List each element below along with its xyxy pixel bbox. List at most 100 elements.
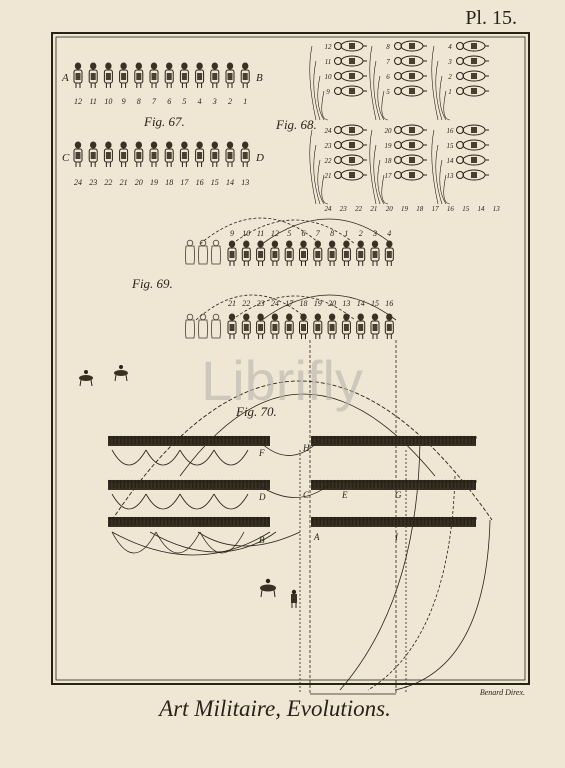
file-number: 16 — [385, 299, 393, 308]
file-number: 24 — [74, 178, 82, 187]
file-number: 19 — [314, 299, 322, 308]
file-number: 7 — [316, 229, 321, 238]
rank-number: 4 — [448, 43, 452, 51]
letter-c: C — [303, 490, 310, 500]
file-number: 12 — [271, 229, 279, 238]
fig68-label: Fig. 68. — [275, 117, 317, 132]
rank-number: 15 — [447, 142, 455, 150]
rank-number: 18 — [385, 157, 393, 165]
bottom-number: 23 — [340, 205, 348, 213]
battalion-line — [311, 436, 476, 446]
bottom-number: 14 — [478, 205, 486, 213]
letter-b: B — [259, 535, 265, 545]
file-number: 4 — [387, 229, 391, 238]
file-number: 5 — [182, 97, 186, 106]
file-number: 4 — [198, 97, 202, 106]
pivot-arc — [259, 483, 331, 498]
file-number: 20 — [135, 178, 143, 187]
rank-number: 19 — [385, 142, 393, 150]
rank-number: 14 — [447, 157, 455, 165]
file-number: 13 — [241, 178, 249, 187]
file-number: 1 — [243, 97, 247, 106]
letter-f: F — [258, 448, 265, 458]
file-number: 15 — [371, 299, 379, 308]
movement-curve — [317, 159, 325, 205]
file-number: 16 — [196, 178, 204, 187]
wheel-arc — [213, 449, 249, 466]
file-number: 2 — [228, 97, 232, 106]
letter-i: I — [394, 532, 399, 542]
engraver-credit: Benard Direx. — [480, 688, 525, 697]
wheel-arc — [145, 493, 181, 510]
fig70-group: Fig. 70. F H D C E G B A I — [79, 340, 493, 695]
fig70-wheel-arcs — [111, 439, 331, 556]
movement-curve — [439, 75, 447, 121]
movement-curve — [309, 129, 317, 205]
movement-curve — [435, 144, 443, 205]
plate-title: Art Militaire, Evolutions. — [157, 696, 391, 721]
file-number: 8 — [137, 97, 141, 106]
file-number: 8 — [330, 229, 334, 238]
rank-number: 6 — [386, 73, 390, 81]
fig70-letters: F H D C E G B A I — [258, 443, 402, 545]
rank-number: 23 — [325, 142, 333, 150]
movement-curve — [373, 144, 381, 205]
bottom-number: 16 — [447, 205, 455, 213]
wheel-arc — [179, 449, 215, 466]
bottom-number: 21 — [370, 205, 377, 213]
rank-number: 13 — [447, 172, 455, 180]
battalion-line — [311, 517, 476, 527]
file-number: 20 — [328, 299, 336, 308]
plate-number: Pl. 15. — [465, 7, 517, 29]
letter-h: H — [302, 443, 310, 453]
file-number: 14 — [226, 178, 234, 187]
rank-number: 7 — [386, 58, 390, 66]
movement-curve — [369, 45, 377, 121]
bottom-number: 17 — [432, 205, 440, 213]
rank-number: 10 — [325, 73, 333, 81]
movement-curve — [381, 174, 389, 205]
mounted-officer-1 — [79, 370, 93, 387]
bottom-number: 19 — [401, 205, 409, 213]
watermark: Librifly — [201, 349, 363, 412]
movement-curve — [369, 129, 377, 205]
rank-number: 3 — [447, 58, 452, 66]
file-number: 11 — [257, 229, 264, 238]
fig67-row1-left: A — [61, 72, 69, 84]
movement-curve — [309, 45, 317, 121]
fig68-group: Fig. 68. 1211109876543212423222120191817… — [275, 40, 501, 213]
file-number: 18 — [300, 299, 308, 308]
file-number: 2 — [359, 229, 363, 238]
file-number: 13 — [342, 299, 350, 308]
file-number: 21 — [120, 178, 128, 187]
rank-number: 20 — [385, 127, 393, 135]
file-number: 22 — [242, 299, 250, 308]
file-number: 6 — [302, 229, 306, 238]
file-number: 24 — [271, 299, 279, 308]
fig70-label: Fig. 70. — [235, 404, 277, 419]
wheel-arc — [155, 531, 201, 554]
rank-number: 24 — [325, 127, 333, 135]
rank-number: 21 — [325, 172, 332, 180]
file-number: 17 — [180, 178, 189, 187]
bottom-number: 15 — [462, 205, 470, 213]
movement-curve — [431, 129, 439, 205]
movement-curve — [443, 174, 451, 205]
rank-number: 5 — [386, 88, 390, 96]
rank-number: 12 — [325, 43, 333, 51]
letter-e: E — [341, 490, 348, 500]
movement-curve — [321, 90, 329, 121]
bottom-number: 24 — [325, 205, 333, 213]
file-number: 5 — [287, 229, 291, 238]
fig67-row2-left: C — [62, 152, 70, 164]
file-number: 3 — [372, 229, 377, 238]
wheel-arc — [213, 493, 249, 510]
file-number: 19 — [150, 178, 158, 187]
pivot-arc — [111, 531, 271, 556]
file-number: 23 — [89, 178, 97, 187]
movement-curve — [443, 90, 451, 121]
file-number: 7 — [152, 97, 157, 106]
